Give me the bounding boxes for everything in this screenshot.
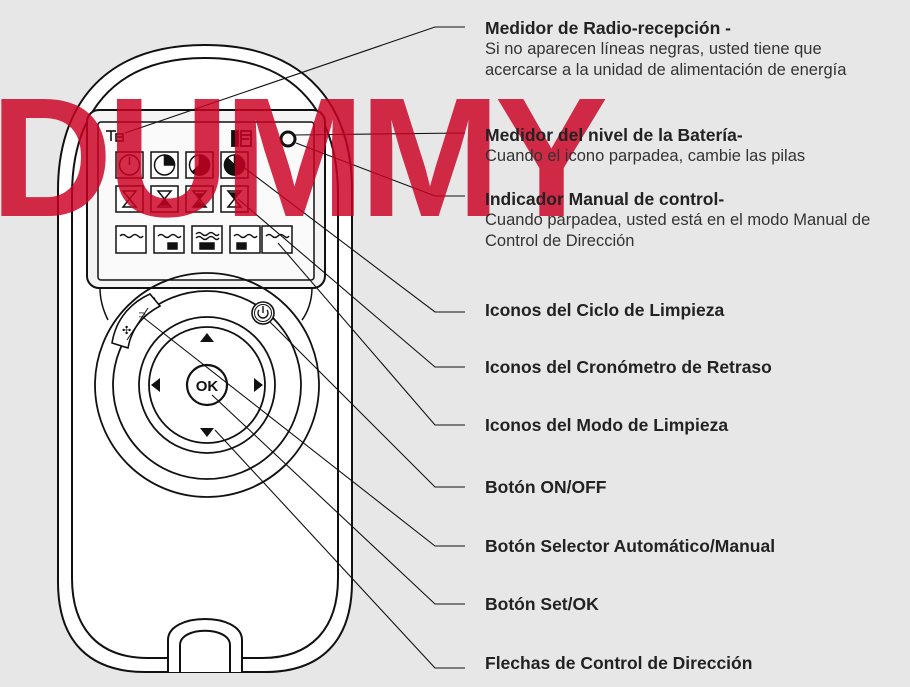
callout-title: Indicador Manual de control- (485, 189, 725, 209)
callout-title: Botón ON/OFF (485, 477, 607, 497)
callout-delay-timer: Iconos del Cronómetro de Retraso (485, 356, 772, 378)
arrow-left-icon (151, 378, 160, 392)
cleaning-cycle-icons (115, 151, 249, 179)
ok-button[interactable]: OK (185, 363, 229, 407)
ok-label: OK (196, 378, 219, 395)
auto-manual-selector-button[interactable]: ✣ ⊃ (111, 293, 162, 350)
direction-arrows[interactable] (151, 333, 263, 437)
callout-title: Botón Set/OK (485, 594, 599, 614)
manual-control-indicator-icon (279, 130, 297, 148)
callout-title: Medidor de Radio-recepción - (485, 18, 731, 38)
callout-desc: Si no aparecen líneas negras, usted tien… (485, 40, 847, 79)
callout-ok-button: Botón Set/OK (485, 593, 599, 615)
battery-icon (231, 130, 252, 147)
callout-cleaning-mode: Iconos del Modo de Limpieza (485, 414, 728, 436)
callout-battery-meter: Medidor del nivel de la Batería- Cuando … (485, 124, 805, 167)
callout-cleaning-cycle: Iconos del Ciclo de Limpieza (485, 299, 724, 321)
arrow-up-icon (200, 333, 214, 342)
callout-desc: Cuando el icono parpadea, cambie las pil… (485, 147, 806, 165)
callout-desc: Cuando parpadea, usted está en el modo M… (485, 211, 871, 250)
callout-power-button: Botón ON/OFF (485, 476, 607, 498)
callout-title: Iconos del Cronómetro de Retraso (485, 357, 772, 377)
cleaning-mode-icons (115, 225, 293, 254)
callout-direction-arrows: Flechas de Control de Dirección (485, 652, 752, 674)
callout-selector-button: Botón Selector Automático/Manual (485, 535, 775, 557)
arrow-down-icon (200, 428, 214, 437)
power-icon (257, 309, 269, 319)
radio-signal-icon (106, 130, 124, 142)
callout-radio-meter: Medidor de Radio-recepción - Si no apare… (485, 17, 895, 81)
callout-manual-indicator: Indicador Manual de control- Cuando parp… (485, 188, 895, 252)
power-button[interactable] (251, 301, 275, 325)
callout-title: Iconos del Ciclo de Limpieza (485, 300, 725, 320)
callout-title: Iconos del Modo de Limpieza (485, 415, 729, 435)
callout-title: Flechas de Control de Dirección (485, 653, 753, 673)
arrow-right-icon (254, 378, 263, 392)
leader-lines (124, 26, 466, 669)
manual-icon: ⊃ (138, 310, 146, 321)
callout-title: Botón Selector Automático/Manual (485, 536, 776, 556)
fan-icon: ✣ (122, 324, 131, 337)
callout-title: Medidor del nivel de la Batería- (485, 125, 743, 145)
delay-timer-icons (115, 185, 249, 213)
